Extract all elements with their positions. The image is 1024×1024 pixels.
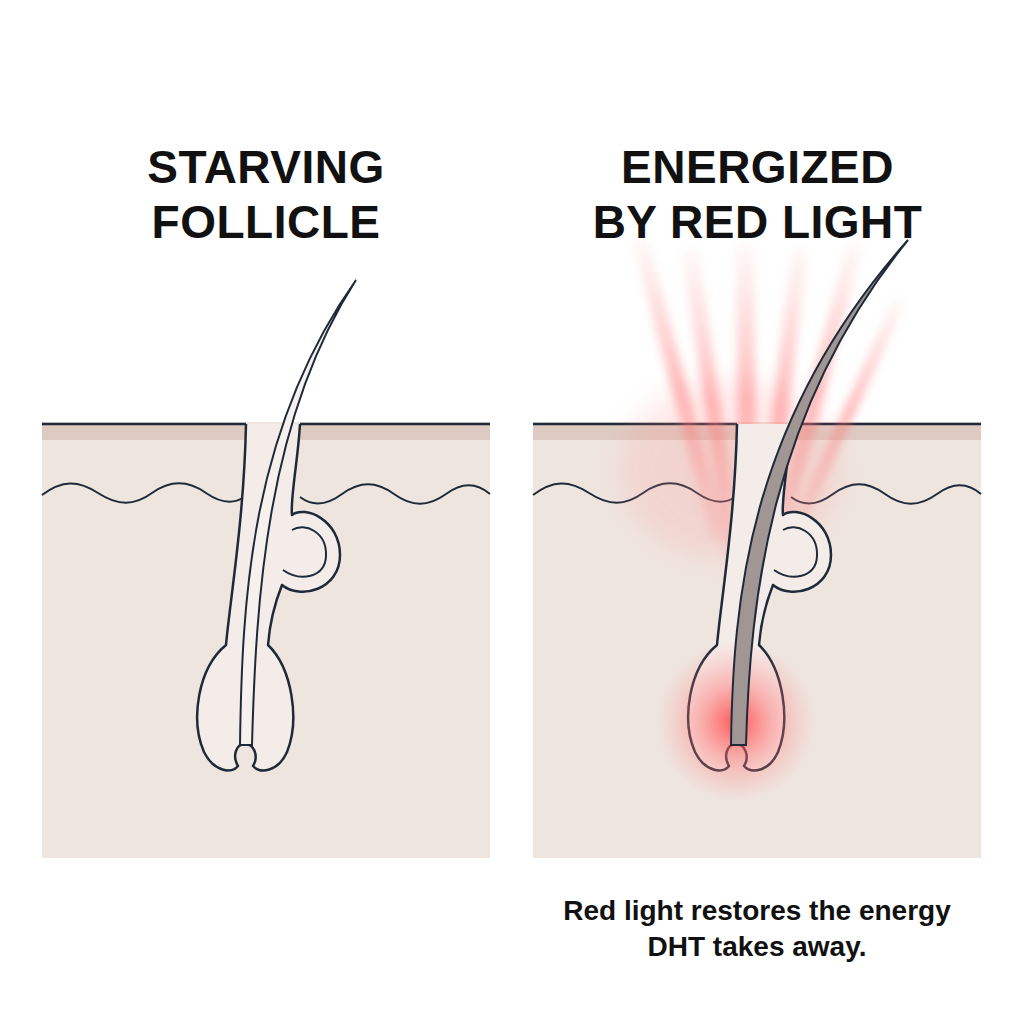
- skin-panel: ENERGIZED BY RED LIGHT: [533, 140, 982, 858]
- panel-heading: STARVING FOLLICLE: [91, 140, 441, 250]
- skin-panel: STARVING FOLLICLE: [42, 140, 490, 858]
- panel-heading: ENERGIZED BY RED LIGHT: [583, 140, 933, 250]
- caption-text: Red light restores the energy DHT takes …: [557, 893, 957, 966]
